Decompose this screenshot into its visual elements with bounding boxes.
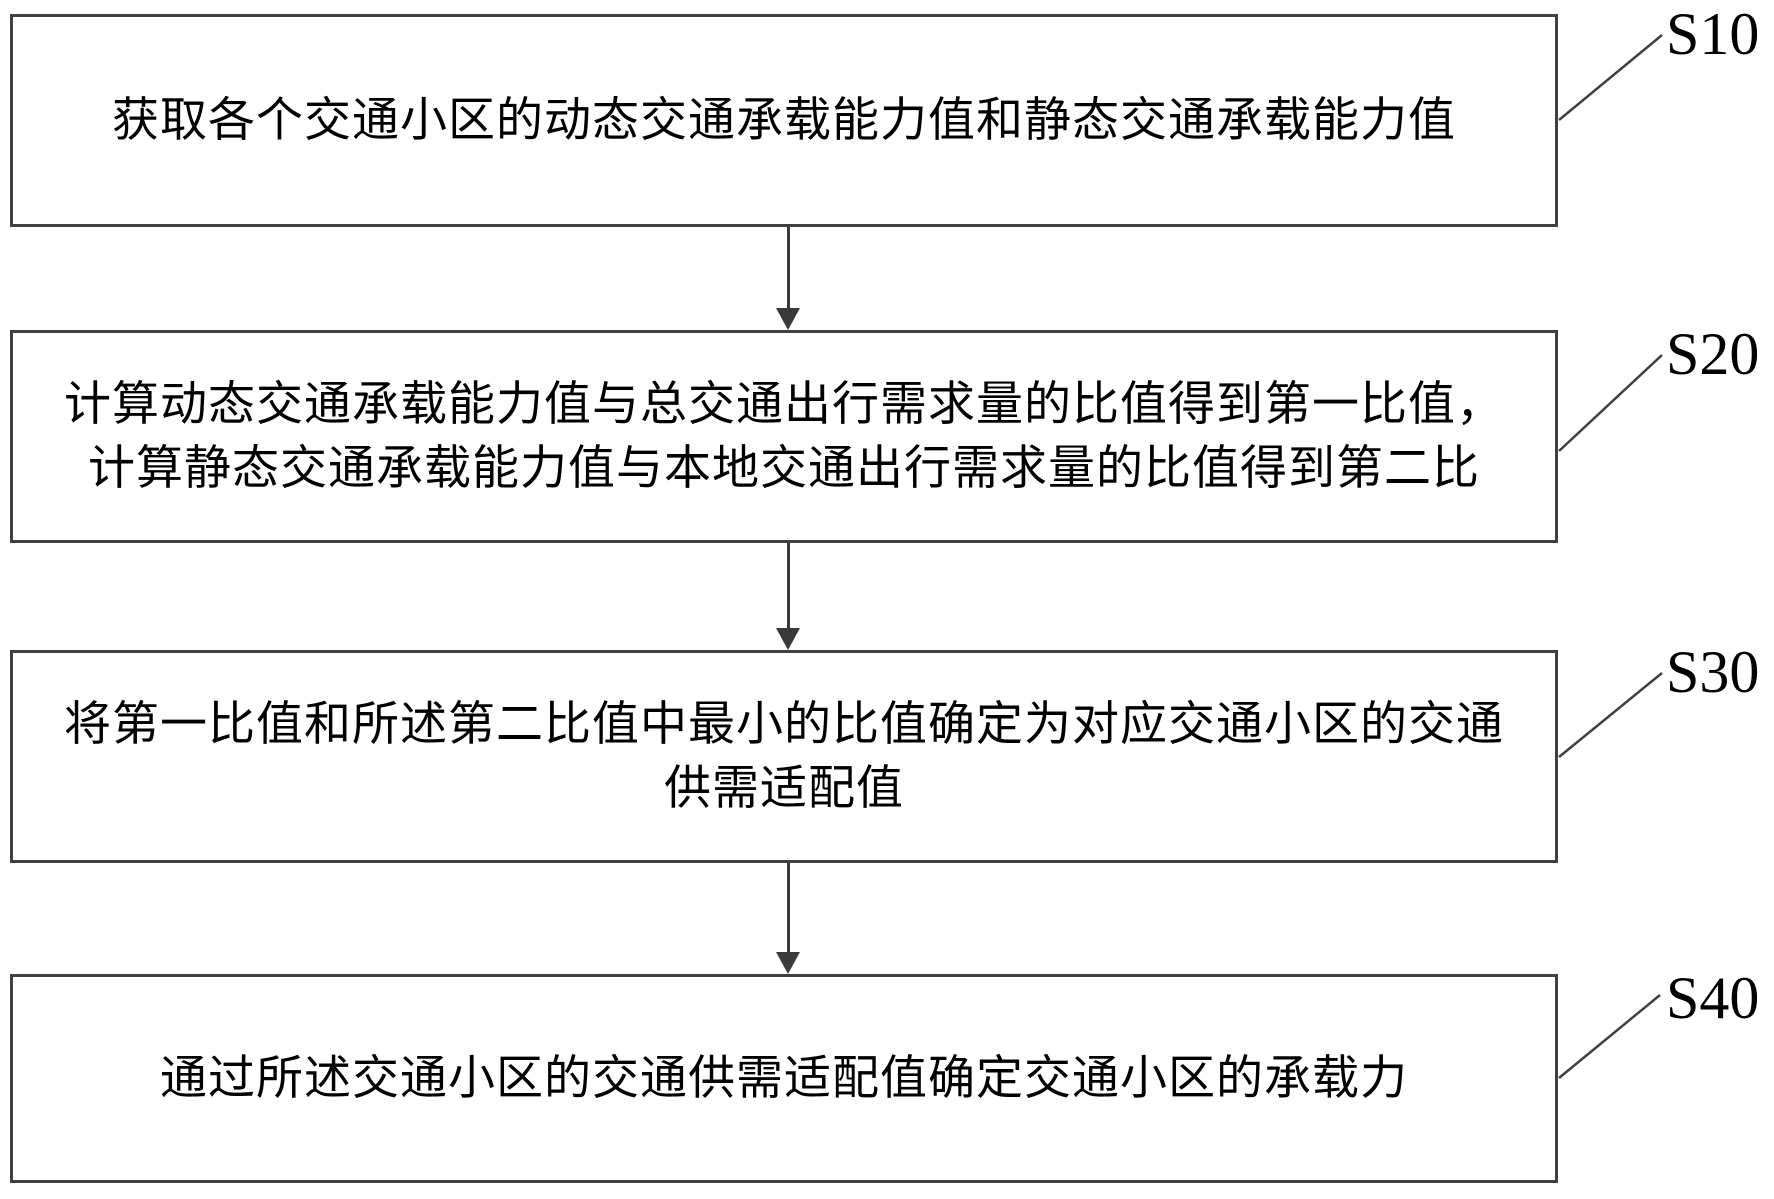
step-box-s20: 计算动态交通承载能力值与总交通出行需求量的比值得到第一比值， 计算静态交通承载能… (10, 330, 1558, 543)
leader-line-s30 (1558, 672, 1663, 758)
arrow-head-icon (776, 628, 800, 650)
step-s10-text: 获取各个交通小区的动态交通承载能力值和静态交通承载能力值 (112, 94, 1456, 147)
flow-arrow-3 (776, 863, 800, 974)
arrow-head-icon (776, 308, 800, 330)
step-box-s10: 获取各个交通小区的动态交通承载能力值和静态交通承载能力值 (10, 14, 1558, 227)
leader-line-s40 (1558, 994, 1661, 1079)
leader-line-s20 (1558, 354, 1663, 452)
step-label-s30: S30 (1666, 639, 1760, 705)
arrow-shaft (787, 227, 790, 312)
leader-line-s10 (1558, 34, 1663, 121)
arrow-shaft (787, 543, 790, 632)
step-label-s10: S10 (1666, 1, 1760, 67)
step-s30-text-line2: 供需适配值 (664, 762, 904, 815)
step-box-s30: 将第一比值和所述第二比值中最小的比值确定为对应交通小区的交通 供需适配值 (10, 650, 1558, 863)
step-s40-text: 通过所述交通小区的交通供需适配值确定交通小区的承载力 (160, 1052, 1408, 1105)
step-s30-text-line1: 将第一比值和所述第二比值中最小的比值确定为对应交通小区的交通 (64, 698, 1504, 751)
step-s20-text-line1: 计算动态交通承载能力值与总交通出行需求量的比值得到第一比值， (64, 378, 1504, 431)
flow-arrow-1 (776, 227, 800, 330)
step-box-s40: 通过所述交通小区的交通供需适配值确定交通小区的承载力 (10, 974, 1558, 1183)
arrow-shaft (787, 863, 790, 956)
step-label-s40: S40 (1666, 965, 1760, 1031)
flow-arrow-2 (776, 543, 800, 650)
arrow-head-icon (776, 952, 800, 974)
step-label-s20: S20 (1666, 321, 1760, 387)
step-s20-text-line2: 计算静态交通承载能力值与本地交通出行需求量的比值得到第二比 (88, 442, 1480, 495)
